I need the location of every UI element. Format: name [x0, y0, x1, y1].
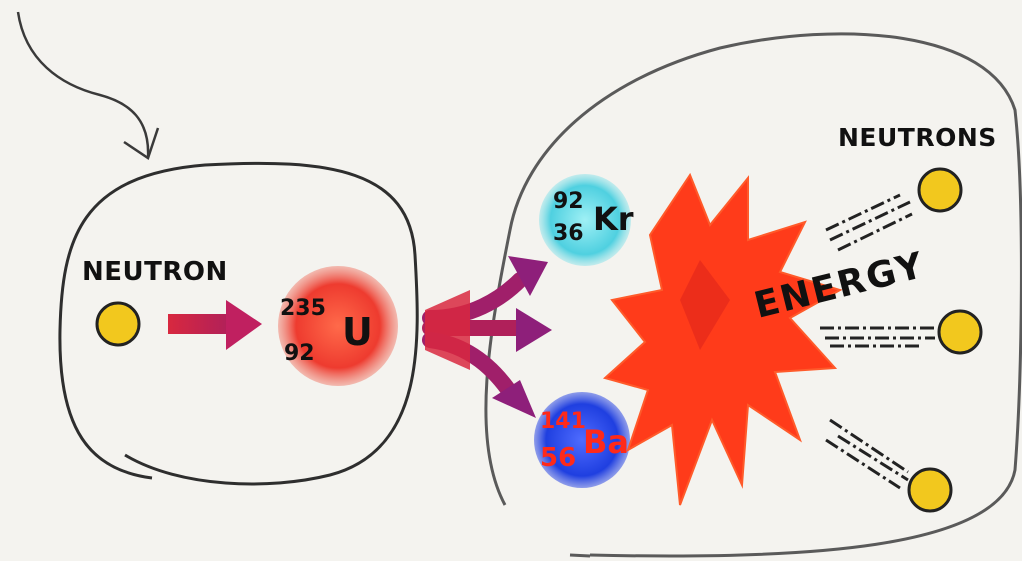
neutron-icon — [907, 467, 953, 513]
uranium-atomic: 92 — [284, 341, 315, 366]
arrow-to-uranium — [168, 300, 262, 350]
krypton-symbol: Kr — [593, 200, 634, 238]
neutron-icon — [937, 309, 983, 355]
uranium-mass: 235 — [280, 296, 326, 321]
krypton-atomic: 36 — [553, 221, 584, 246]
explosion-burst — [602, 172, 843, 506]
right-bubble — [484, 32, 1022, 558]
krypton-nucleus — [539, 174, 631, 266]
incoming-arrow — [16, 11, 160, 160]
neutron-label: NEUTRON — [82, 257, 228, 287]
left-bubble — [58, 161, 419, 486]
barium-symbol: Ba — [583, 423, 629, 461]
neutron-icon — [917, 167, 963, 213]
barium-nucleus — [534, 392, 630, 488]
uranium-nucleus — [278, 266, 398, 386]
barium-mass: 141 — [540, 409, 586, 434]
emitted-neutron-middle — [820, 309, 983, 355]
uranium-symbol: U — [342, 310, 373, 354]
emitted-neutron-bottom — [825, 418, 953, 513]
neutron-icon — [95, 301, 141, 347]
neutrons-label: NEUTRONS — [838, 123, 997, 152]
emitted-neutron-top — [825, 167, 963, 252]
explosion-core — [680, 260, 730, 350]
barium-atomic: 56 — [540, 443, 576, 473]
split-arrows — [422, 256, 552, 418]
krypton-mass: 92 — [553, 189, 584, 214]
bubble-tail — [569, 553, 591, 558]
